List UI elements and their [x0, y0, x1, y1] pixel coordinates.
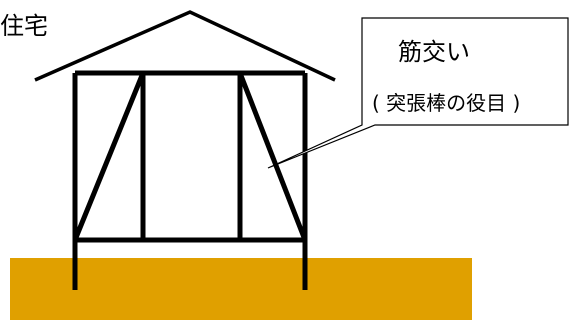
- roof: [34, 10, 336, 82]
- callout-title: 筋交い: [398, 38, 470, 66]
- house-label: 住宅: [0, 12, 48, 40]
- callout-note: ( 突張棒の役目 ): [372, 91, 521, 115]
- right-brace: [237, 72, 308, 241]
- ground: [10, 258, 472, 320]
- callout-box: [267, 17, 569, 169]
- left-brace: [72, 72, 146, 241]
